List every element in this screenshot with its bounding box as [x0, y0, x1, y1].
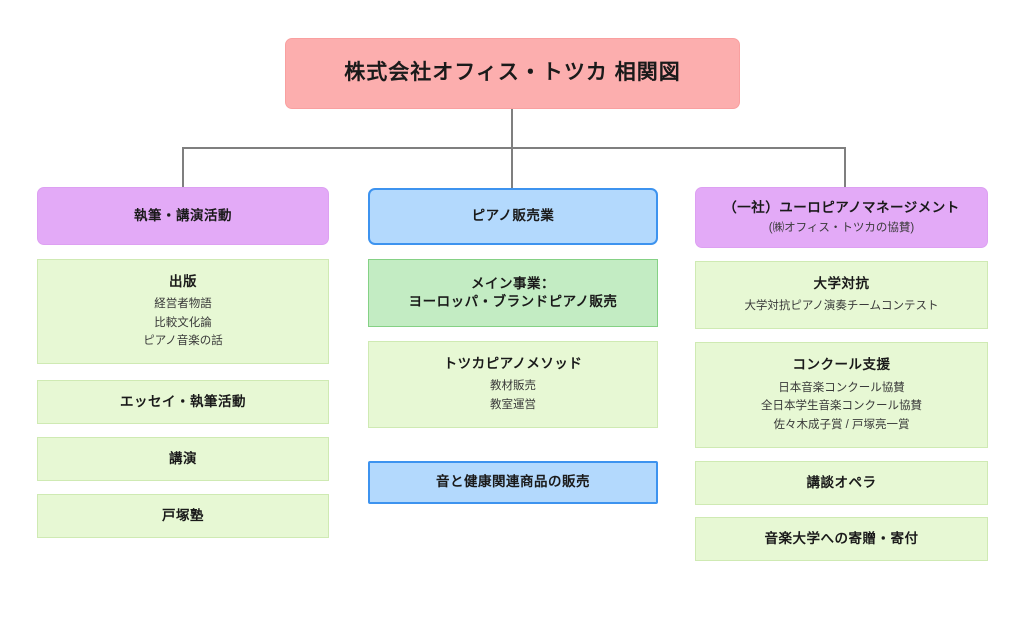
node-lectures[interactable]: 講演 — [37, 437, 329, 481]
node-lectures-label: 講演 — [169, 450, 197, 466]
node-kodan-opera[interactable]: 講談オペラ — [695, 461, 988, 505]
node-publishing-label: 出版 — [169, 273, 197, 289]
node-concours-support-sublist: 日本音楽コンクール協賛 全日本学生音楽コンクール協賛 佐々木成子賞 / 戸塚亮一… — [761, 380, 922, 434]
node-totsuka-piano-method[interactable]: トツカピアノメソッド 教材販売 教室運営 — [368, 341, 658, 428]
connector-drop-left — [182, 147, 184, 187]
node-concours-support-sub-1: 全日本学生音楽コンクール協賛 — [761, 400, 922, 413]
node-music-university-donation[interactable]: 音楽大学への寄贈・寄付 — [695, 517, 988, 561]
node-music-university-donation-label: 音楽大学への寄贈・寄付 — [764, 530, 919, 546]
node-concours-support-sub-2: 佐々木成子賞 / 戸塚亮一賞 — [773, 418, 910, 431]
node-publishing-sub-0: 経営者物語 — [154, 298, 212, 311]
node-university-competition[interactable]: 大学対抗 大学対抗ピアノ演奏チームコンテスト — [695, 261, 988, 329]
node-concours-support[interactable]: コンクール支援 日本音楽コンクール協賛 全日本学生音楽コンクール協賛 佐々木成子… — [695, 342, 988, 448]
node-totsuka-piano-method-sublist: 教材販売 教室運営 — [490, 378, 536, 413]
connector-horizontal-bus — [182, 147, 845, 149]
node-sound-health-products-label: 音と健康関連商品の販売 — [436, 474, 590, 490]
node-concours-support-label: コンクール支援 — [792, 357, 891, 373]
column-header-euro-piano-label: （一社）ユーロピアノマネージメント — [723, 199, 960, 215]
node-university-competition-label: 大学対抗 — [813, 276, 870, 292]
root-node-label: 株式会社オフィス・トツカ 相関図 — [344, 61, 681, 85]
column-header-euro-piano-sublabel: (㈱オフィス・トツカの協賛) — [768, 221, 915, 234]
column-header-euro-piano[interactable]: （一社）ユーロピアノマネージメント (㈱オフィス・トツカの協賛) — [695, 187, 988, 248]
node-totsuka-juku[interactable]: 戸塚塾 — [37, 494, 329, 538]
node-totsuka-juku-label: 戸塚塾 — [162, 507, 204, 523]
column-header-piano-sales-label: ピアノ販売業 — [471, 208, 555, 224]
node-kodan-opera-label: 講談オペラ — [806, 474, 877, 490]
node-essay-writing-label: エッセイ・執筆活動 — [120, 393, 246, 409]
connector-drop-right — [844, 147, 846, 187]
node-totsuka-piano-method-sub-0: 教材販売 — [490, 380, 536, 393]
connector-root-stem — [511, 109, 513, 148]
node-concours-support-sub-0: 日本音楽コンクール協賛 — [778, 381, 905, 394]
column-header-piano-sales[interactable]: ピアノ販売業 — [368, 188, 658, 245]
connector-drop-middle — [511, 147, 513, 188]
node-publishing-sub-2: ピアノ音楽の話 — [143, 335, 223, 348]
root-node-office-totsuka[interactable]: 株式会社オフィス・トツカ 相関図 — [285, 38, 740, 109]
node-publishing-sublist: 経営者物語 比較文化論 ピアノ音楽の話 — [143, 296, 222, 350]
node-main-business-label-line2: ヨーロッパ・ブランドピアノ販売 — [408, 294, 618, 309]
node-publishing[interactable]: 出版 経営者物語 比較文化論 ピアノ音楽の話 — [37, 259, 329, 364]
column-header-writing-label: 執筆・講演活動 — [134, 207, 232, 223]
column-header-writing[interactable]: 執筆・講演活動 — [37, 187, 329, 245]
node-totsuka-piano-method-label: トツカピアノメソッド — [443, 356, 583, 372]
node-sound-health-products[interactable]: 音と健康関連商品の販売 — [368, 461, 658, 504]
node-main-business[interactable]: メイン事業： ヨーロッパ・ブランドピアノ販売 — [368, 259, 658, 327]
node-publishing-sub-1: 比較文化論 — [154, 316, 212, 329]
node-essay-writing[interactable]: エッセイ・執筆活動 — [37, 380, 329, 424]
node-university-competition-sublist: 大学対抗ピアノ演奏チームコンテスト — [744, 298, 938, 315]
node-main-business-label-line1: メイン事業： — [471, 275, 555, 291]
node-totsuka-piano-method-sub-1: 教室運営 — [490, 399, 536, 412]
node-university-competition-sub-0: 大学対抗ピアノ演奏チームコンテスト — [744, 300, 939, 313]
